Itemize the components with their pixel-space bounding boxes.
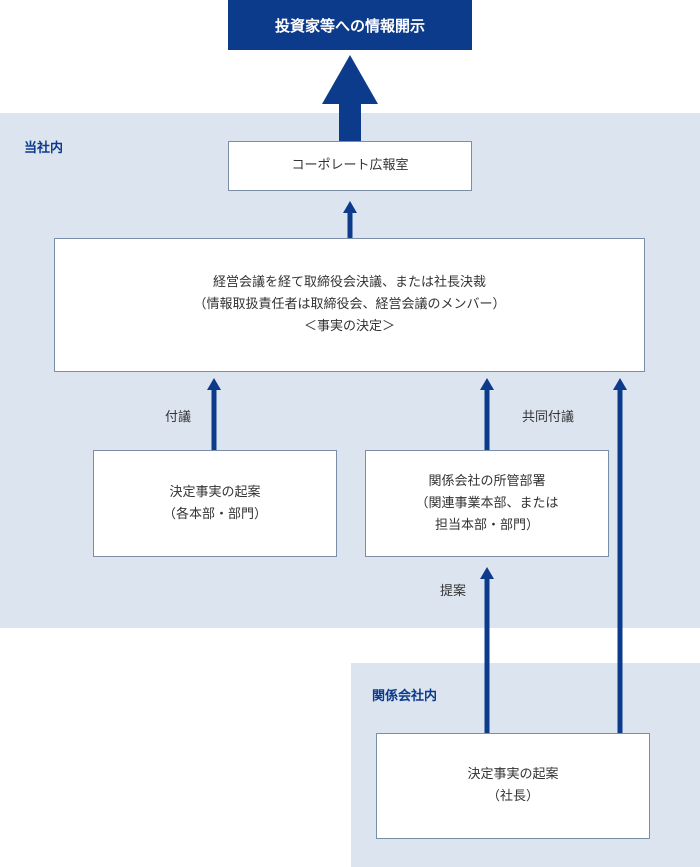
proposal-label: 提案 bbox=[440, 584, 467, 599]
president-proposal-line-2: （社長） bbox=[486, 789, 539, 804]
division-proposal-line-1: 決定事実の起案 bbox=[169, 484, 261, 500]
arrow-affiliate-to-meeting-head bbox=[480, 378, 494, 390]
pr-office-box: コーポレート広報室 bbox=[228, 141, 472, 191]
affiliate-dept-line-2: （関連事業本部、または bbox=[415, 495, 559, 511]
affiliate-region-label: 関係会社内 bbox=[372, 689, 438, 704]
internal-region-label: 当社内 bbox=[24, 141, 64, 156]
affiliate-dept-line-3: 担当本部・部門） bbox=[434, 517, 539, 533]
arrow-division-to-meeting-head bbox=[207, 378, 221, 390]
management-meeting-box: 経営会議を経て取締役会決議、または社長決裁 （情報取扱責任者は取締役会、経営会議… bbox=[54, 238, 645, 372]
president-proposal-box: 決定事実の起案 （社長） bbox=[376, 733, 650, 839]
management-meeting-line-1: 経営会議を経て取締役会決議、または社長決裁 bbox=[212, 275, 486, 290]
management-meeting-line-3: ＜事実の決定＞ bbox=[303, 319, 395, 334]
arrow-meeting-to-pr-head bbox=[343, 201, 357, 213]
deliberation-label: 付議 bbox=[165, 410, 192, 425]
joint-deliberation-label: 共同付議 bbox=[522, 410, 575, 425]
pr-office-line-1: コーポレート広報室 bbox=[291, 158, 409, 173]
investor-disclosure-header: 投資家等への情報開示 bbox=[228, 0, 472, 50]
affiliate-dept-box: 関係会社の所管部署 （関連事業本部、または 担当本部・部門） bbox=[365, 450, 609, 557]
arrow-president-to-meeting-head bbox=[613, 378, 627, 390]
arrow-president-to-affiliate-head bbox=[480, 567, 494, 579]
affiliate-dept-line-1: 関係会社の所管部署 bbox=[428, 473, 546, 489]
division-proposal-box: 決定事実の起案 （各本部・部門） bbox=[93, 450, 337, 557]
president-proposal-line-1: 決定事実の起案 bbox=[467, 767, 559, 782]
disclosure-arrow bbox=[322, 55, 378, 141]
division-proposal-line-2: （各本部・部門） bbox=[162, 506, 267, 522]
management-meeting-line-2: （情報取扱責任者は取締役会、経営会議のメンバー） bbox=[193, 297, 506, 312]
